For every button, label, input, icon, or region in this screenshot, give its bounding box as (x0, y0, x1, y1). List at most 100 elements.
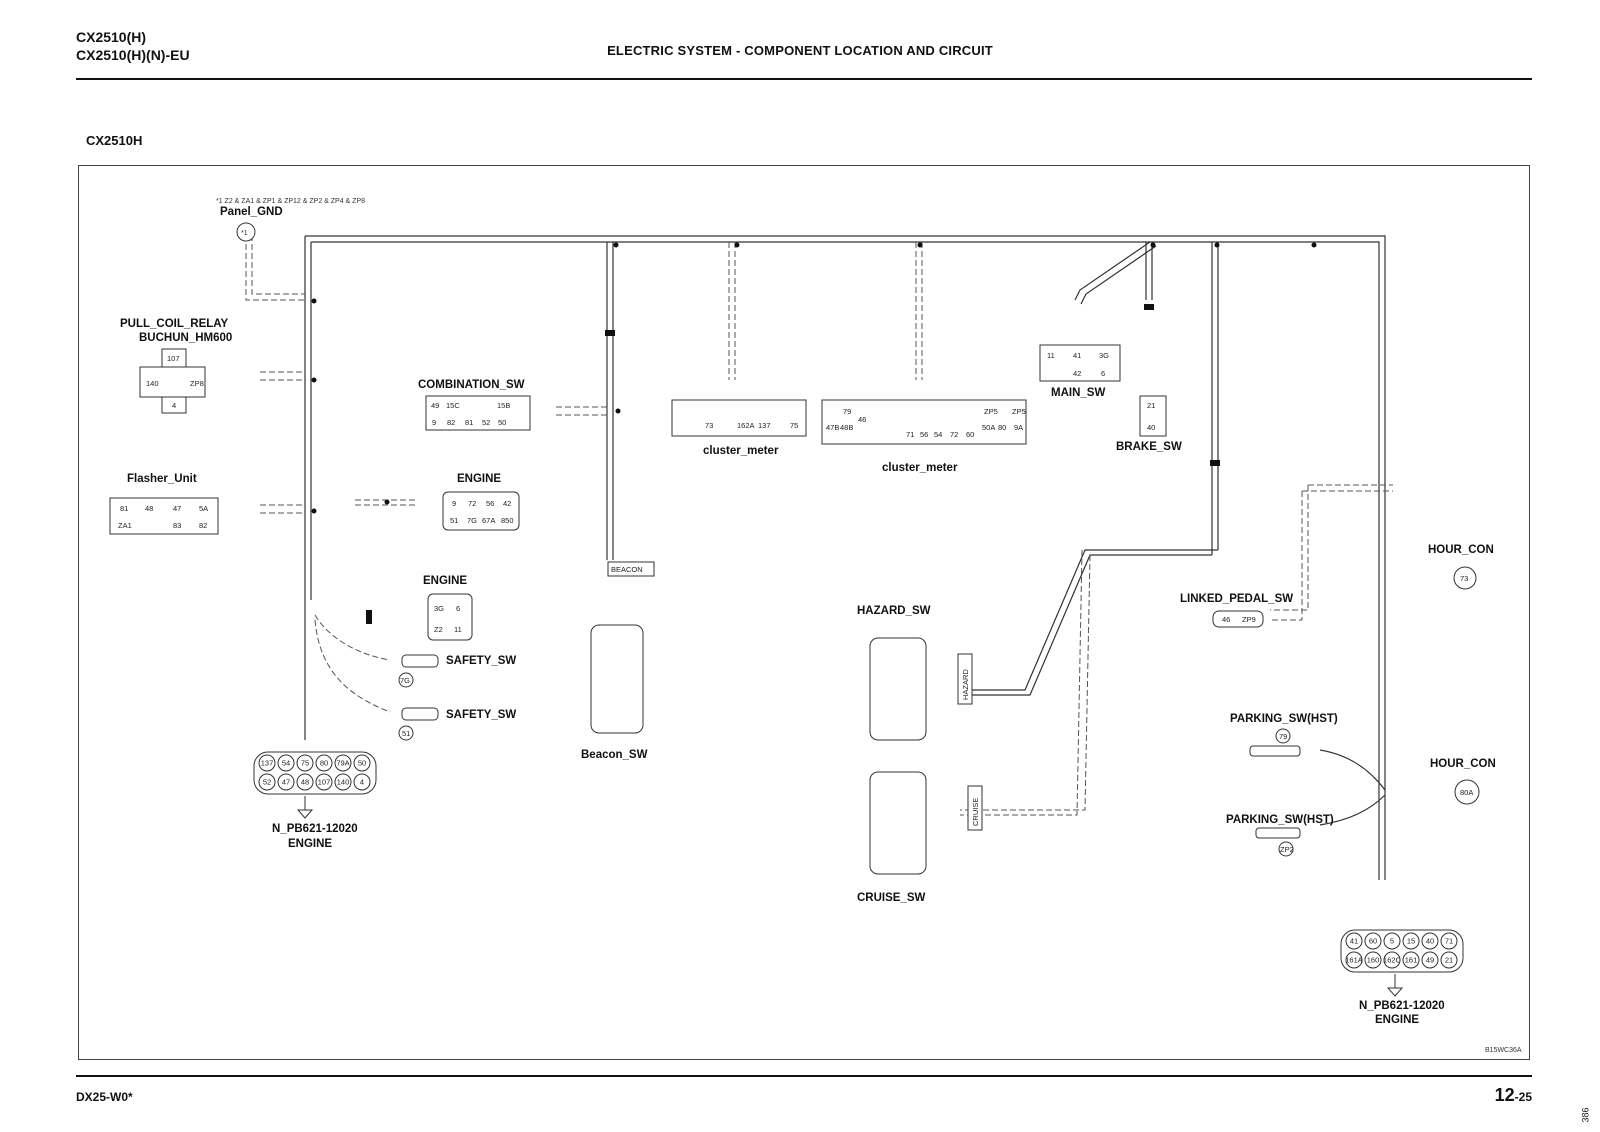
combination-sw-connector (425, 395, 531, 431)
engine-1-pin: 42 (503, 499, 511, 508)
cluster-meter-2-pin: 71 (906, 430, 914, 439)
engine-2-pin: 6 (456, 604, 460, 613)
connector-pin-circle (353, 754, 371, 772)
engine-1-connector (442, 491, 520, 531)
hour-con-2-pin: 80A (1460, 788, 1473, 797)
main-sw-pin: 11 (1047, 351, 1055, 360)
connector-pin-circle (296, 754, 314, 772)
flasher-pin: ZA1 (118, 521, 132, 530)
engine-1-pin: 72 (468, 499, 476, 508)
linked-pedal-sw-label: LINKED_PEDAL_SW (1180, 593, 1293, 605)
cluster-meter-2-pin: 54 (934, 430, 942, 439)
connector-pin-label: 71 (1445, 937, 1453, 946)
connector-pin-label: 161A (1345, 956, 1363, 965)
connector-pin-circle (1402, 932, 1420, 950)
connector-pin-label: 80 (320, 759, 328, 768)
safety-sw-1-connector (401, 654, 439, 668)
beacon-sw-connector (590, 624, 644, 734)
flasher-unit-connector (109, 497, 219, 535)
connector-pin-label: 41 (1350, 937, 1358, 946)
hazard-sw-connector (869, 637, 927, 741)
combination-pin: 49 (431, 401, 439, 410)
connector-pin-label: 21 (1445, 956, 1453, 965)
pull-coil-relay-label: PULL_COIL_RELAY (120, 318, 229, 330)
cluster-meter-2-pin: 60 (966, 430, 974, 439)
connector-pin-circle (1421, 932, 1439, 950)
engine-2-connector (427, 593, 473, 641)
cluster-meter-1-pin: 73 (705, 421, 713, 430)
parking-sw-1-connector (1249, 745, 1301, 757)
engine-1-pin: 51 (450, 516, 458, 525)
combination-pin: 50 (498, 418, 506, 427)
engine-2-label: ENGINE (423, 575, 467, 587)
connector-pin-label: 140 (337, 778, 350, 787)
parking-sw-2-connector (1255, 827, 1301, 839)
diagram-frame (78, 165, 1530, 1060)
connector-pin-label: 52 (263, 778, 271, 787)
page-num: -25 (1514, 1090, 1532, 1104)
connector-pin-label: 137 (261, 759, 274, 768)
linked-pedal-pin: 46 (1222, 615, 1230, 624)
connector-pin-circle (1345, 932, 1363, 950)
cluster-meter-1-connector (671, 399, 807, 437)
cruise-tag (967, 785, 983, 831)
connector-pin-label: 47 (282, 778, 290, 787)
beacon-tag (607, 561, 655, 577)
panel-gnd-label: Panel_GND (220, 206, 283, 218)
model-header: CX2510(H) CX2510(H)(N)-EU (76, 28, 190, 64)
side-number: 386 (1580, 1107, 1591, 1123)
linked-pedal-connector (1212, 610, 1264, 628)
connector-pin-circle (1364, 951, 1382, 969)
hazard-tag (957, 653, 973, 705)
connector-pin-label: 79A (336, 759, 349, 768)
connector-pin-circle (1421, 951, 1439, 969)
flasher-pin: 5A (199, 504, 208, 513)
connector-pin-circle (258, 754, 276, 772)
safety-sw-2-pin-marker (398, 725, 414, 741)
hour-con-2-terminal (1454, 779, 1480, 805)
connector-pin-circle (1440, 951, 1458, 969)
parking-sw-2-pin: ZP2 (1280, 845, 1294, 854)
flasher-pin: 47 (173, 504, 181, 513)
main-sw-pin: 6 (1101, 369, 1105, 378)
cluster-meter-2-pin: 48B (840, 423, 853, 432)
brake-sw-label: BRAKE_SW (1116, 441, 1182, 453)
pull-coil-pin: 4 (172, 401, 176, 410)
engine-1-pin: 9 (452, 499, 456, 508)
combination-sw-label: COMBINATION_SW (418, 379, 525, 391)
connector-pin-circle (315, 754, 333, 772)
parking-sw-1-pin: 79 (1279, 732, 1287, 741)
figure-code: B15WC36A (1485, 1047, 1522, 1054)
safety-sw-1-pin: 7G (400, 676, 410, 685)
header-rule (76, 78, 1532, 80)
main-sw-label: MAIN_SW (1051, 387, 1105, 399)
hour-con-1-terminal (1453, 566, 1477, 590)
hour-con-2-label: HOUR_CON (1430, 758, 1496, 770)
connector-pin-label: 5 (1390, 937, 1394, 946)
connector-pin-circle (334, 773, 352, 791)
page-title: ELECTRIC SYSTEM - COMPONENT LOCATION AND… (607, 43, 993, 58)
flasher-pin: 83 (173, 521, 181, 530)
flasher-pin: 48 (145, 504, 153, 513)
connector-pin-label: 75 (301, 759, 309, 768)
parking-sw-1-label: PARKING_SW(HST) (1230, 713, 1338, 725)
main-sw-pin: 3G (1099, 351, 1109, 360)
hazard-sw-label: HAZARD_SW (857, 605, 931, 617)
engine-1-pin: 7G (467, 516, 477, 525)
connector-pin-label: 50 (358, 759, 366, 768)
cluster-meter-2-pin: 47B (826, 423, 839, 432)
connector-pin-label: 15 (1407, 937, 1415, 946)
page-section: 12 (1494, 1085, 1515, 1105)
hour-con-1-label: HOUR_CON (1428, 544, 1494, 556)
connector-pin-circle (277, 773, 295, 791)
combination-pin: 15C (446, 401, 460, 410)
model-line-1: CX2510(H) (76, 29, 147, 45)
safety-sw-1-pin-marker (398, 672, 414, 688)
engine-2-pin: Z2 (434, 625, 443, 634)
flasher-pin: 81 (120, 504, 128, 513)
connector-pin-circle (315, 773, 333, 791)
cluster-meter-2-pin: 79 (843, 407, 851, 416)
connector-pin-label: 4 (360, 778, 364, 787)
model-line-2: CX2510(H)(N)-EU (76, 47, 190, 63)
